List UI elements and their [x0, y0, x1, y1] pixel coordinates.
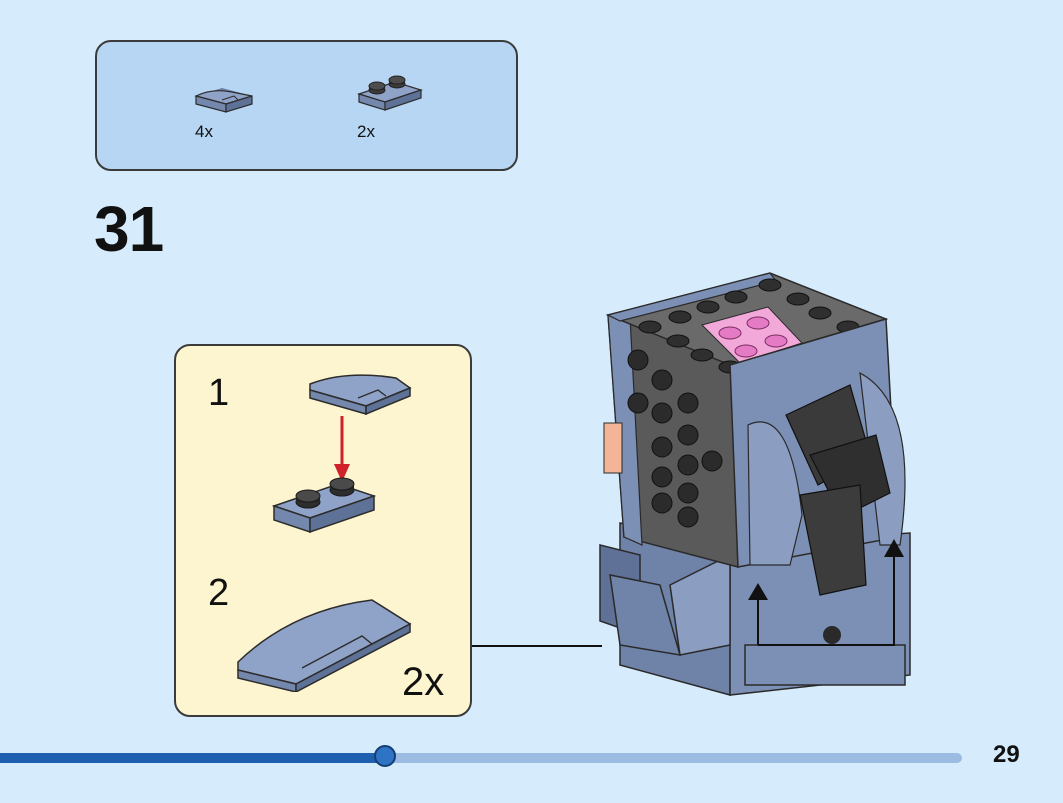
- progress-fill: [0, 753, 385, 763]
- callout-connector-line: [472, 645, 602, 647]
- plate-1x2-icon: [357, 75, 423, 111]
- curved-slope-assembly-icon: [237, 599, 412, 692]
- slope-curved-tile-icon: [194, 88, 253, 113]
- step-number: 31: [94, 193, 164, 265]
- subassembly-callout: 1 2 2x: [174, 344, 472, 717]
- plate-1x2-icon: [271, 477, 377, 534]
- part-quantity: 2x: [357, 122, 375, 141]
- brickheadz-model-illustration: [599, 272, 911, 696]
- part-quantity: 4x: [195, 122, 213, 141]
- curved-slope-icon: [309, 374, 412, 416]
- substep-quantity: 2x: [402, 660, 445, 704]
- substep-number: 1: [208, 372, 230, 414]
- progress-bar: [0, 745, 962, 767]
- progress-marker: [373, 745, 396, 767]
- arrow-down-icon: [334, 416, 350, 482]
- parts-callout: 4x 2x: [95, 40, 518, 171]
- page-number: 29: [993, 741, 1020, 768]
- substep-number: 2: [208, 572, 230, 614]
